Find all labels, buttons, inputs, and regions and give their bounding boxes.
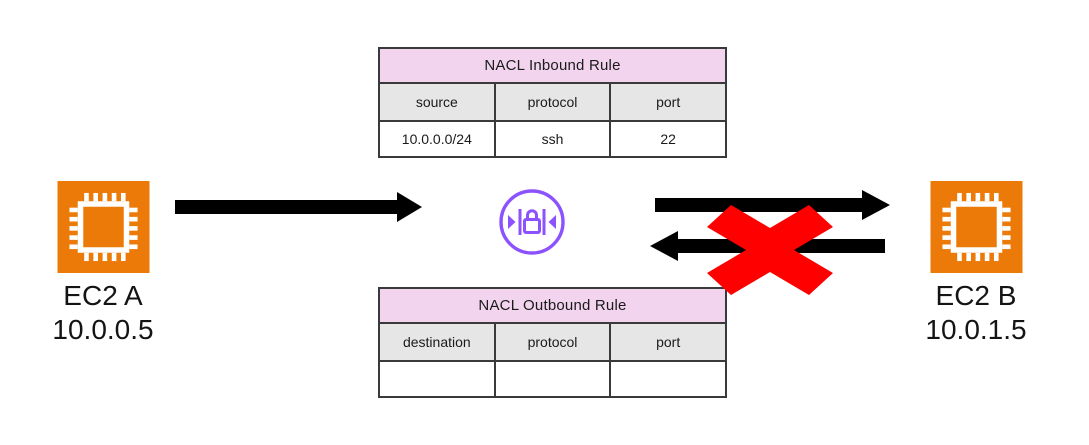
red-x-blocked-icon — [707, 205, 833, 295]
inbound-header-source: source — [378, 82, 496, 122]
outbound-cell-port — [609, 360, 727, 398]
nacl-firewall-icon — [499, 189, 565, 255]
outbound-cell-destination — [378, 360, 496, 398]
outbound-cell-protocol — [493, 360, 612, 398]
ec2-a-ip: 10.0.0.5 — [52, 314, 154, 346]
table-row: 10.0.0.0/24 ssh 22 — [378, 120, 727, 158]
arrow-ec2a-to-nacl — [175, 192, 422, 222]
inbound-header-port: port — [609, 82, 727, 122]
ec2-instance-icon — [930, 181, 1022, 273]
inbound-cell-port: 22 — [609, 120, 727, 158]
outbound-table-title: NACL Outbound Rule — [378, 287, 727, 324]
outbound-header-port: port — [609, 322, 727, 362]
outbound-header-destination: destination — [378, 322, 496, 362]
node-ec2-a: EC2 A 10.0.0.5 — [8, 181, 198, 347]
inbound-header-protocol: protocol — [493, 82, 612, 122]
inbound-cell-protocol: ssh — [493, 120, 612, 158]
table-title-row: NACL Outbound Rule — [378, 287, 727, 324]
arrow-ec2b-to-nacl — [650, 231, 885, 261]
arrow-nacl-to-ec2b — [655, 190, 890, 220]
ec2-a-label: EC2 A — [63, 280, 143, 311]
ec2-b-label: EC2 B — [935, 280, 1017, 311]
ec2-instance-icon — [57, 181, 149, 273]
nacl-inbound-rule-table: NACL Inbound Rule source protocol port 1… — [378, 47, 727, 158]
table-title-row: NACL Inbound Rule — [378, 47, 727, 84]
table-row — [378, 360, 727, 398]
inbound-cell-source: 10.0.0.0/24 — [378, 120, 496, 158]
nacl-outbound-rule-table: NACL Outbound Rule destination protocol … — [378, 287, 727, 398]
outbound-header-protocol: protocol — [493, 322, 612, 362]
inbound-table-title: NACL Inbound Rule — [378, 47, 727, 84]
ec2-b-ip: 10.0.1.5 — [925, 314, 1027, 346]
node-ec2-b: EC2 B 10.0.1.5 — [881, 181, 1071, 347]
table-header-row: source protocol port — [378, 82, 727, 122]
table-header-row: destination protocol port — [378, 322, 727, 362]
